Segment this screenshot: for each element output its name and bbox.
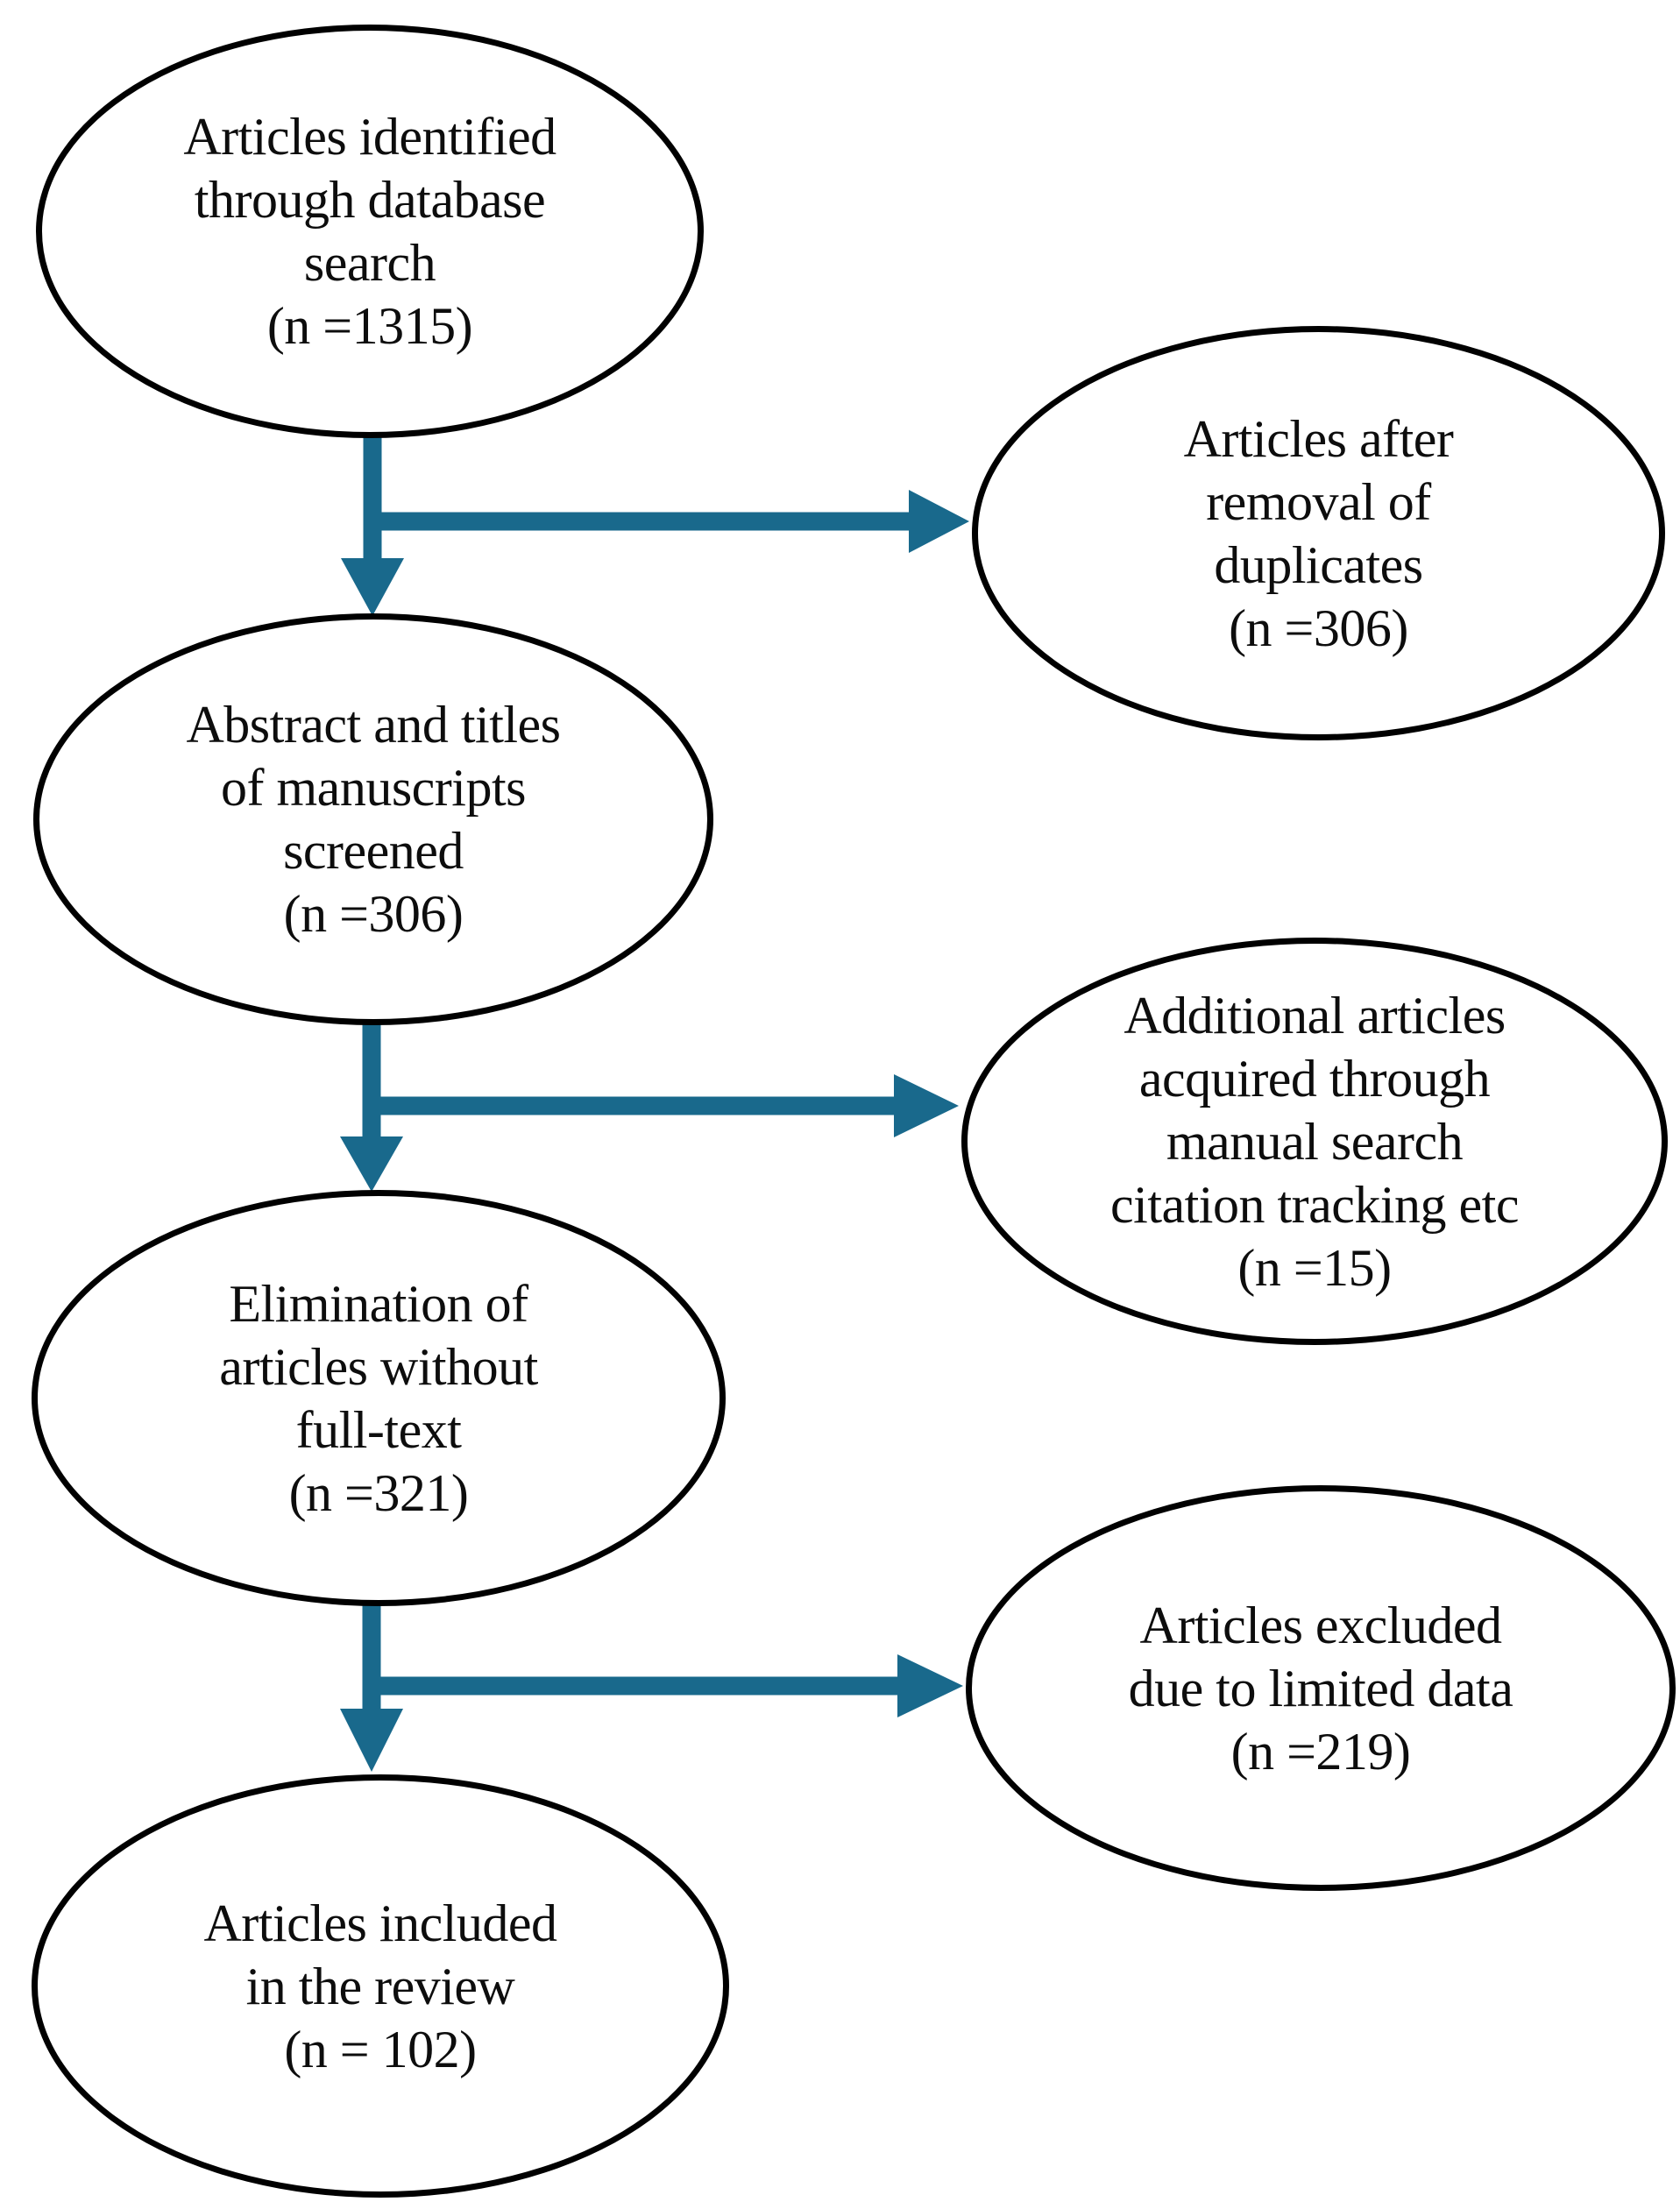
arrow-down-icon xyxy=(341,558,404,616)
node-abstracts-titles-screened: Abstract and titles of manuscripts scree… xyxy=(33,613,713,1025)
arrow-right-icon xyxy=(909,490,969,553)
node-elimination-no-fulltext-label: Elimination of articles without full-tex… xyxy=(219,1274,538,1522)
node-articles-included-label: Articles included in the review (n = 102… xyxy=(203,1894,557,2078)
arrow-elimination-to-included xyxy=(340,1605,403,1772)
node-articles-identified-label: Articles identified through database sea… xyxy=(183,108,556,355)
node-after-duplicate-removal: Articles after removal of duplicates (n … xyxy=(972,326,1665,740)
node-abstracts-titles-screened-label: Abstract and titles of manuscripts scree… xyxy=(186,696,561,943)
node-articles-excluded-label: Articles excluded due to limited data (n… xyxy=(1128,1596,1513,1781)
node-articles-included: Articles included in the review (n = 102… xyxy=(32,1774,729,2198)
node-additional-articles-label: Additional articles acquired through man… xyxy=(1110,986,1519,1297)
node-elimination-no-fulltext: Elimination of articles without full-tex… xyxy=(32,1190,726,1606)
arrow-screened-to-elimination xyxy=(340,1023,403,1192)
arrow-right-icon xyxy=(894,1074,959,1137)
node-articles-identified: Articles identified through database sea… xyxy=(36,25,704,438)
arrow-screened-to-additional xyxy=(372,1074,959,1137)
arrow-elimination-to-excluded xyxy=(372,1654,963,1717)
arrow-down-icon xyxy=(340,1709,403,1772)
node-articles-excluded: Articles excluded due to limited data (n… xyxy=(966,1485,1676,1891)
arrow-right-icon xyxy=(897,1654,963,1717)
node-after-duplicate-removal-label: Articles after removal of duplicates (n … xyxy=(1183,409,1454,657)
node-additional-articles: Additional articles acquired through man… xyxy=(961,938,1668,1345)
arrow-identified-to-screened xyxy=(341,436,404,616)
arrow-down-icon xyxy=(340,1136,403,1192)
arrow-identified-to-duplicates xyxy=(372,490,969,553)
